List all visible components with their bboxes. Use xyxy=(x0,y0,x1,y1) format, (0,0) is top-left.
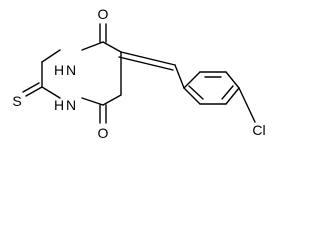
bond-c-cl xyxy=(238,87,256,123)
atom-h-top: H xyxy=(54,62,64,78)
atom-o-bottom: O xyxy=(98,125,109,141)
atom-s: S xyxy=(12,93,21,109)
carbonyl-bottom xyxy=(99,104,107,124)
pyrimidine-ring xyxy=(41,41,122,106)
atom-h-bottom: H xyxy=(54,97,64,113)
thiocarbonyl xyxy=(22,82,43,97)
benzene-ring xyxy=(174,64,240,105)
bond-c7-n-bottom xyxy=(81,97,104,106)
atom-labels: O O H N H N S Cl xyxy=(12,6,265,141)
bond-c6-c7 xyxy=(102,94,122,106)
atom-o-top: O xyxy=(98,6,109,22)
carbonyl-top xyxy=(99,23,107,43)
bond-c2-n-top xyxy=(41,49,61,63)
atom-n-top: N xyxy=(66,62,76,78)
atom-n-bottom: N xyxy=(66,97,76,113)
exocyclic-double-bond xyxy=(118,51,176,71)
bond-n-bottom-c2 xyxy=(41,86,61,99)
atom-cl: Cl xyxy=(252,122,265,138)
chemical-structure: O O H N H N S Cl xyxy=(12,6,265,141)
bond-n-top-c4 xyxy=(81,41,104,51)
bond-c4-c5 xyxy=(102,41,122,53)
